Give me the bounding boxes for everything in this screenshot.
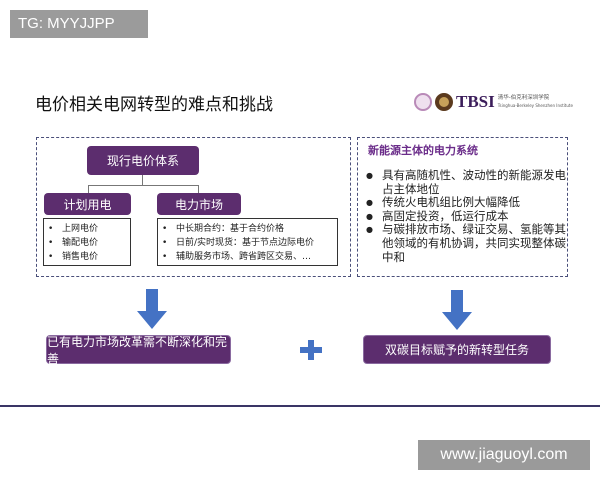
market-list: 中长期合约：基于合约价格 日前/实时现货：基于节点边际电价 辅助服务市场、跨省跨…	[157, 218, 338, 266]
right-conclusion-box: 双碳目标赋予的新转型任务	[363, 335, 551, 364]
list-item: 高固定投资，低运行成本	[366, 209, 566, 224]
list-item: 具有高随机性、波动性的新能源发电占主体地位	[366, 168, 566, 196]
plus-icon	[300, 340, 322, 360]
left-conclusion-box: 已有电力市场改革需不断深化和完善	[46, 335, 231, 366]
logo-text: TBSI	[456, 92, 495, 111]
divider	[0, 405, 600, 407]
list-item: 辅助服务市场、跨省跨区交易、…	[162, 250, 337, 264]
branch-market: 电力市场	[157, 193, 241, 215]
right-heading: 新能源主体的电力系统	[368, 144, 478, 157]
list-item: 日前/实时现货：基于节点边际电价	[162, 236, 337, 250]
left-panel	[36, 137, 351, 277]
connector	[142, 175, 143, 185]
watermark-url: www.jiaguoyl.com	[418, 440, 590, 470]
connector	[198, 185, 199, 193]
list-item: 与碳排放市场、绿证交易、氢能等其他领域的有机协调，共同实现整体碳中和	[366, 223, 566, 264]
logo-subtitle-en: Tsinghua-Berkeley Shenzhen Institute	[497, 103, 573, 108]
slide-title: 电价相关电网转型的难点和挑战	[35, 95, 273, 115]
connector	[88, 185, 89, 193]
right-list: 具有高随机性、波动性的新能源发电占主体地位 传统火电机组比例大幅降低 高固定投资…	[366, 168, 566, 264]
root-node: 现行电价体系	[87, 146, 199, 175]
logo-subtitle-block: 清华-伯克利深圳学院 Tsinghua-Berkeley Shenzhen In…	[498, 95, 573, 109]
list-item: 中长期合约：基于合约价格	[162, 222, 337, 236]
branch-planned: 计划用电	[44, 193, 131, 215]
list-item: 上网电价	[48, 222, 130, 236]
tsinghua-seal-icon	[414, 93, 432, 111]
list-item: 传统火电机组比例大幅降低	[366, 196, 566, 210]
tbsi-logo: TBSI 清华-伯克利深圳学院 Tsinghua-Berkeley Shenzh…	[414, 91, 586, 113]
right-panel	[357, 137, 568, 277]
berkeley-seal-icon	[435, 93, 453, 111]
planned-list: 上网电价 输配电价 销售电价	[43, 218, 131, 266]
logo-subtitle: 清华-伯克利深圳学院	[497, 95, 550, 101]
connector	[88, 185, 199, 186]
down-arrow-icon	[442, 290, 472, 330]
list-item: 输配电价	[48, 236, 130, 250]
watermark-badge-tg: TG: MYYJJPP	[10, 10, 148, 38]
list-item: 销售电价	[48, 250, 130, 264]
down-arrow-icon	[137, 289, 167, 329]
